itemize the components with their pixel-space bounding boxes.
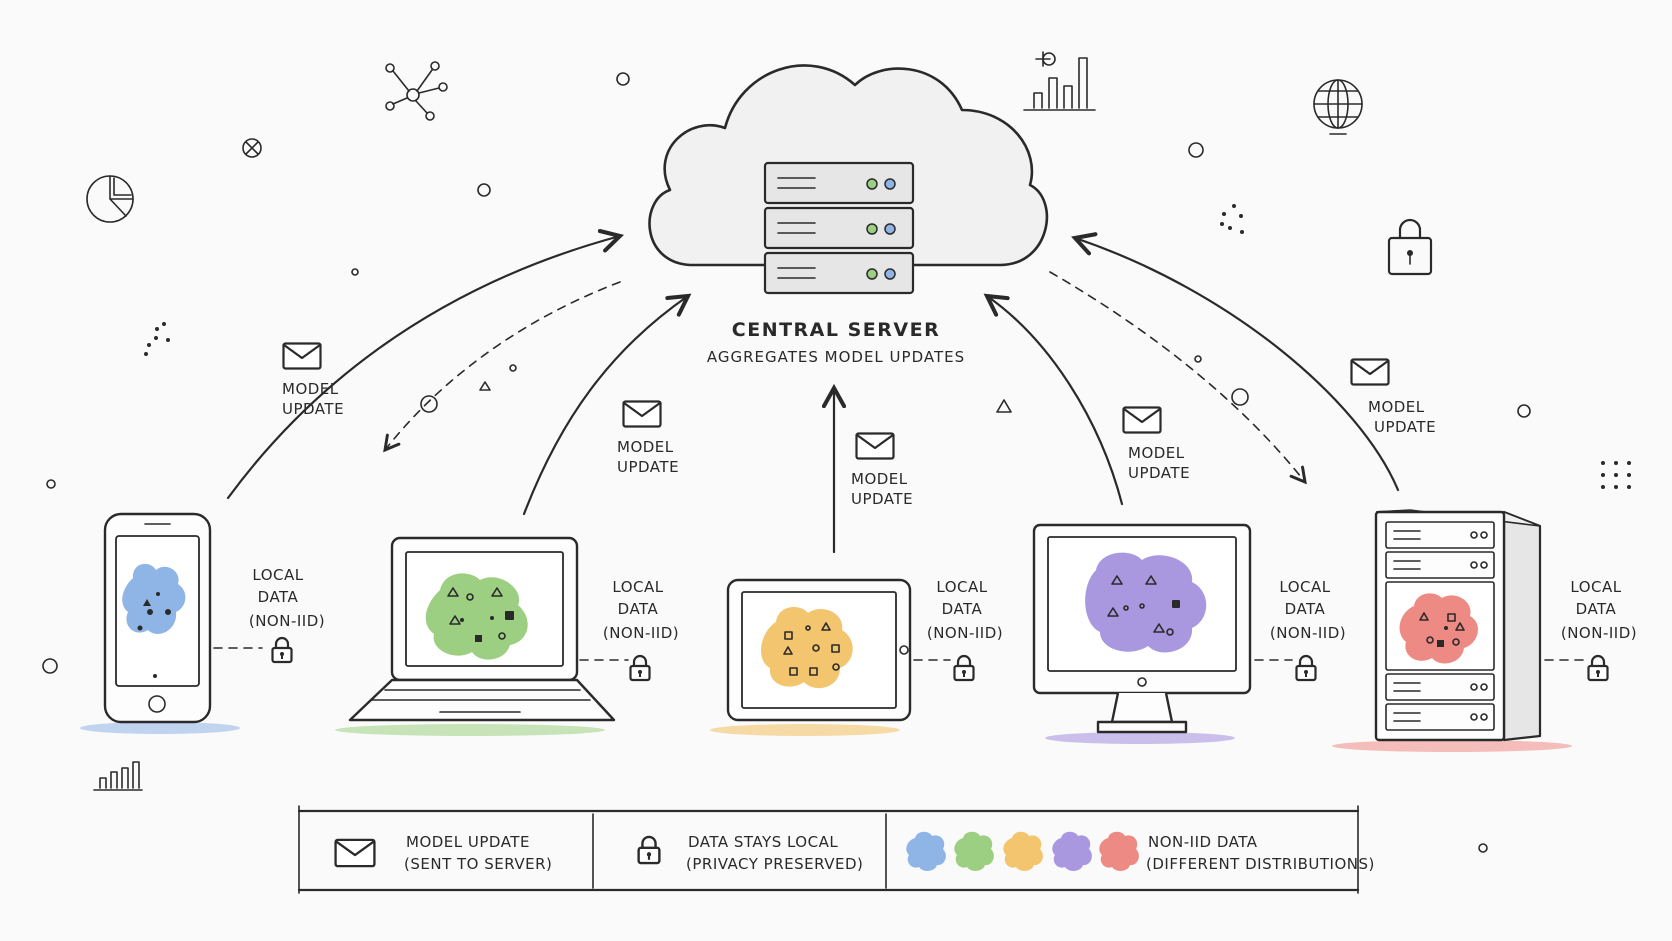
update-label-4: MODEL UPDATE — [1122, 406, 1190, 482]
local-label-3-line3: (NON-IID) — [927, 624, 1003, 642]
local-label-5-line2: DATA — [1576, 600, 1617, 618]
local-label-2-line1: LOCAL — [612, 578, 663, 596]
update-label-4-line2: UPDATE — [1128, 464, 1190, 482]
local-label-3-line2: DATA — [942, 600, 983, 618]
client-desktop-monitor — [1032, 523, 1252, 744]
decor-circles — [42, 51, 1531, 853]
update-label-3-line1: MODEL — [851, 470, 908, 488]
update-label-2-line2: UPDATE — [617, 458, 679, 476]
local-label-4-line1: LOCAL — [1279, 578, 1330, 596]
local-label-1-line3: (NON-IID) — [249, 612, 325, 630]
bar-chart-icon — [1023, 57, 1096, 111]
client-tablet — [710, 578, 912, 736]
lock-icon — [629, 654, 651, 682]
update-label-1-line2: UPDATE — [282, 400, 344, 418]
update-label-5-line2: UPDATE — [1374, 418, 1436, 436]
envelope-icon — [855, 432, 895, 460]
lock-icon — [953, 654, 975, 682]
update-label-2: MODEL UPDATE — [617, 400, 679, 476]
legend-envelope-icon — [334, 838, 376, 868]
client-laptop — [335, 536, 616, 736]
central-server-rack — [763, 161, 915, 295]
local-data-label-1: LOCAL DATA (NON-IID) — [213, 566, 325, 664]
data-blob-blue — [122, 563, 186, 634]
update-arrows — [226, 236, 1400, 554]
local-data-label-5: LOCAL DATA (NON-IID) — [1544, 578, 1637, 682]
legend-model-update-sub: (SENT TO SERVER) — [404, 855, 552, 873]
local-label-5-line3: (NON-IID) — [1561, 624, 1637, 642]
data-blob-yellow — [761, 606, 853, 689]
update-label-1-line1: MODEL — [282, 380, 339, 398]
decor-dots — [144, 204, 1631, 489]
update-label-2-line1: MODEL — [617, 438, 674, 456]
network-icon — [385, 61, 448, 121]
local-label-4-line2: DATA — [1285, 600, 1326, 618]
legend-blobs — [906, 831, 1139, 871]
legend-data-local: DATA STAYS LOCAL — [688, 833, 838, 851]
bar-chart-icon-small — [93, 761, 143, 791]
client-smartphone — [80, 512, 240, 734]
server-title: CENTRAL SERVER — [732, 319, 940, 341]
local-label-1-line2: DATA — [258, 588, 299, 606]
local-label-1-line1: LOCAL — [252, 566, 303, 584]
local-data-label-4: LOCAL DATA (NON-IID) — [1254, 578, 1346, 682]
update-label-4-line1: MODEL — [1128, 444, 1185, 462]
legend-non-iid: NON-IID DATA — [1148, 833, 1258, 851]
envelope-icon — [1350, 358, 1390, 386]
server-subtitle: AGGREGATES MODEL UPDATES — [707, 348, 965, 366]
local-data-label-3: LOCAL DATA (NON-IID) — [913, 578, 1003, 682]
legend-lock-icon — [637, 835, 661, 865]
local-label-2-line2: DATA — [618, 600, 659, 618]
local-data-label-2: LOCAL DATA (NON-IID) — [579, 578, 679, 682]
envelope-icon — [622, 400, 662, 428]
legend: MODEL UPDATE (SENT TO SERVER) DATA STAYS… — [297, 805, 1375, 894]
lock-icon — [1295, 654, 1317, 682]
update-label-3-line2: UPDATE — [851, 490, 913, 508]
data-blob-red — [1399, 593, 1478, 664]
local-label-3-line1: LOCAL — [936, 578, 987, 596]
legend-model-update: MODEL UPDATE — [406, 833, 530, 851]
update-label-5: MODEL UPDATE — [1350, 358, 1436, 436]
lock-icon — [1587, 654, 1609, 682]
update-label-3: MODEL UPDATE — [851, 432, 913, 508]
local-label-2-line3: (NON-IID) — [603, 624, 679, 642]
legend-non-iid-sub: (DIFFERENT DISTRIBUTIONS) — [1146, 855, 1375, 873]
local-label-5-line1: LOCAL — [1570, 578, 1621, 596]
globe-icon — [1313, 79, 1363, 135]
lock-icon — [271, 636, 293, 664]
padlock-icon-decor — [1387, 218, 1433, 276]
update-label-1: MODEL UPDATE — [282, 342, 344, 418]
envelope-icon — [1122, 406, 1162, 434]
update-label-5-line1: MODEL — [1368, 398, 1425, 416]
pie-chart-icon — [86, 175, 134, 223]
legend-data-local-sub: (PRIVACY PRESERVED) — [686, 855, 863, 873]
client-server-rack — [1332, 509, 1572, 752]
envelope-icon — [282, 342, 322, 370]
local-label-4-line3: (NON-IID) — [1270, 624, 1346, 642]
